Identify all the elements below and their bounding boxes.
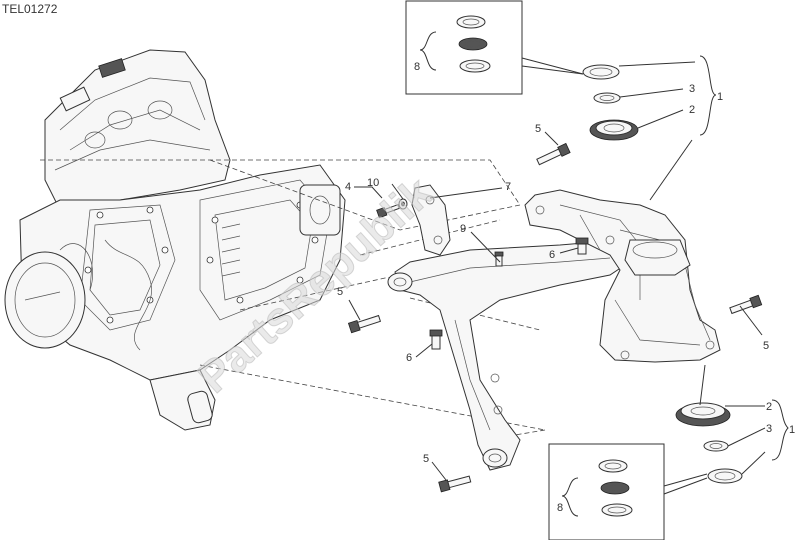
bolt-part-5-top	[536, 142, 571, 166]
callout-1-bottom: 1	[789, 424, 795, 436]
engine-bracket	[411, 184, 451, 256]
fitting-part-6-right	[575, 237, 589, 255]
callout-5-left: 5	[337, 286, 343, 298]
callout-3-bottom: 3	[766, 423, 772, 435]
fitting-part-6-left	[429, 329, 443, 350]
bottom-bearing-inset	[548, 443, 708, 540]
diagram-code: TEL01272	[2, 2, 58, 16]
callout-6-right: 6	[549, 249, 555, 261]
top-bearing-inset	[405, 0, 584, 95]
bolt-part-5-right	[729, 294, 763, 315]
stud-part-9	[494, 251, 504, 267]
bolt-part-4	[376, 203, 400, 219]
callout-3-top: 3	[689, 83, 695, 95]
callout-2-bottom: 2	[766, 401, 772, 413]
bolt-part-5-bottom	[438, 475, 472, 493]
callout-5-bottom: 5	[423, 453, 429, 465]
top-leader-lines	[618, 55, 717, 201]
callout-10: 10	[367, 177, 379, 189]
frame-assembly	[387, 189, 721, 471]
misc-leader-lines	[348, 131, 763, 481]
callout-8-bottom: 8	[557, 502, 563, 514]
callout-1-top: 1	[717, 91, 723, 103]
callout-4: 4	[345, 181, 351, 193]
bottom-leader-lines	[699, 364, 789, 475]
engine-assembly	[4, 49, 346, 431]
callout-5-top: 5	[535, 123, 541, 135]
bolt-part-5-left	[347, 314, 382, 334]
bottom-bearing-stack	[675, 402, 743, 484]
callout-6-left: 6	[406, 352, 412, 364]
callout-labels: 1 2 3 5 8 4 10 7 9 6 5 6 5 2 3 1 5 8	[337, 61, 795, 514]
top-bearing-stack	[582, 64, 639, 141]
callout-7: 7	[505, 181, 511, 193]
callout-2-top: 2	[689, 104, 695, 116]
callout-5-right: 5	[763, 340, 769, 352]
callout-9: 9	[460, 223, 466, 235]
callout-8-top: 8	[414, 61, 420, 73]
